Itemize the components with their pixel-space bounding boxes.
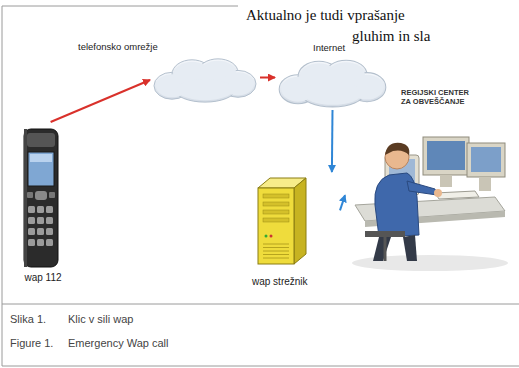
node-label: wap 112: [14, 272, 72, 283]
flow-arrow: [340, 195, 345, 210]
flow-arrow: [260, 77, 275, 79]
internet-cloud: Internet: [275, 56, 390, 110]
network-cloud-drawing: [150, 55, 260, 105]
control-center: REGIJSKI CENTER ZA OBVEŠČANJE: [345, 85, 510, 275]
server-box: wap strežnik: [250, 172, 340, 292]
internet-cloud-drawing: [275, 56, 390, 110]
figure-number: Figure 1.: [10, 337, 53, 349]
server-box-drawing: [250, 174, 310, 266]
control-center-drawing: [345, 85, 510, 275]
node-label: Internet: [313, 42, 345, 53]
figure-caption: Klic v sili wap: [68, 313, 133, 325]
figure-caption: Emergency Wap call: [68, 337, 168, 349]
phone-icon: wap 112: [14, 122, 75, 290]
flow-arrow: [331, 110, 334, 172]
node-label: REGIJSKI CENTER ZA OBVEŠČANJE: [401, 89, 479, 106]
node-label: wap strežnik: [252, 276, 308, 287]
network-cloud: telefonsko omrežje: [150, 55, 260, 105]
body-text: gluhim in sla: [352, 28, 430, 45]
body-text: Aktualno je tudi vprašanje: [246, 7, 405, 24]
phone-icon-drawing: [14, 124, 69, 269]
flow-arrow: [51, 80, 150, 122]
figure-number: Slika 1.: [10, 313, 46, 325]
node-label: telefonsko omrežje: [78, 41, 158, 52]
